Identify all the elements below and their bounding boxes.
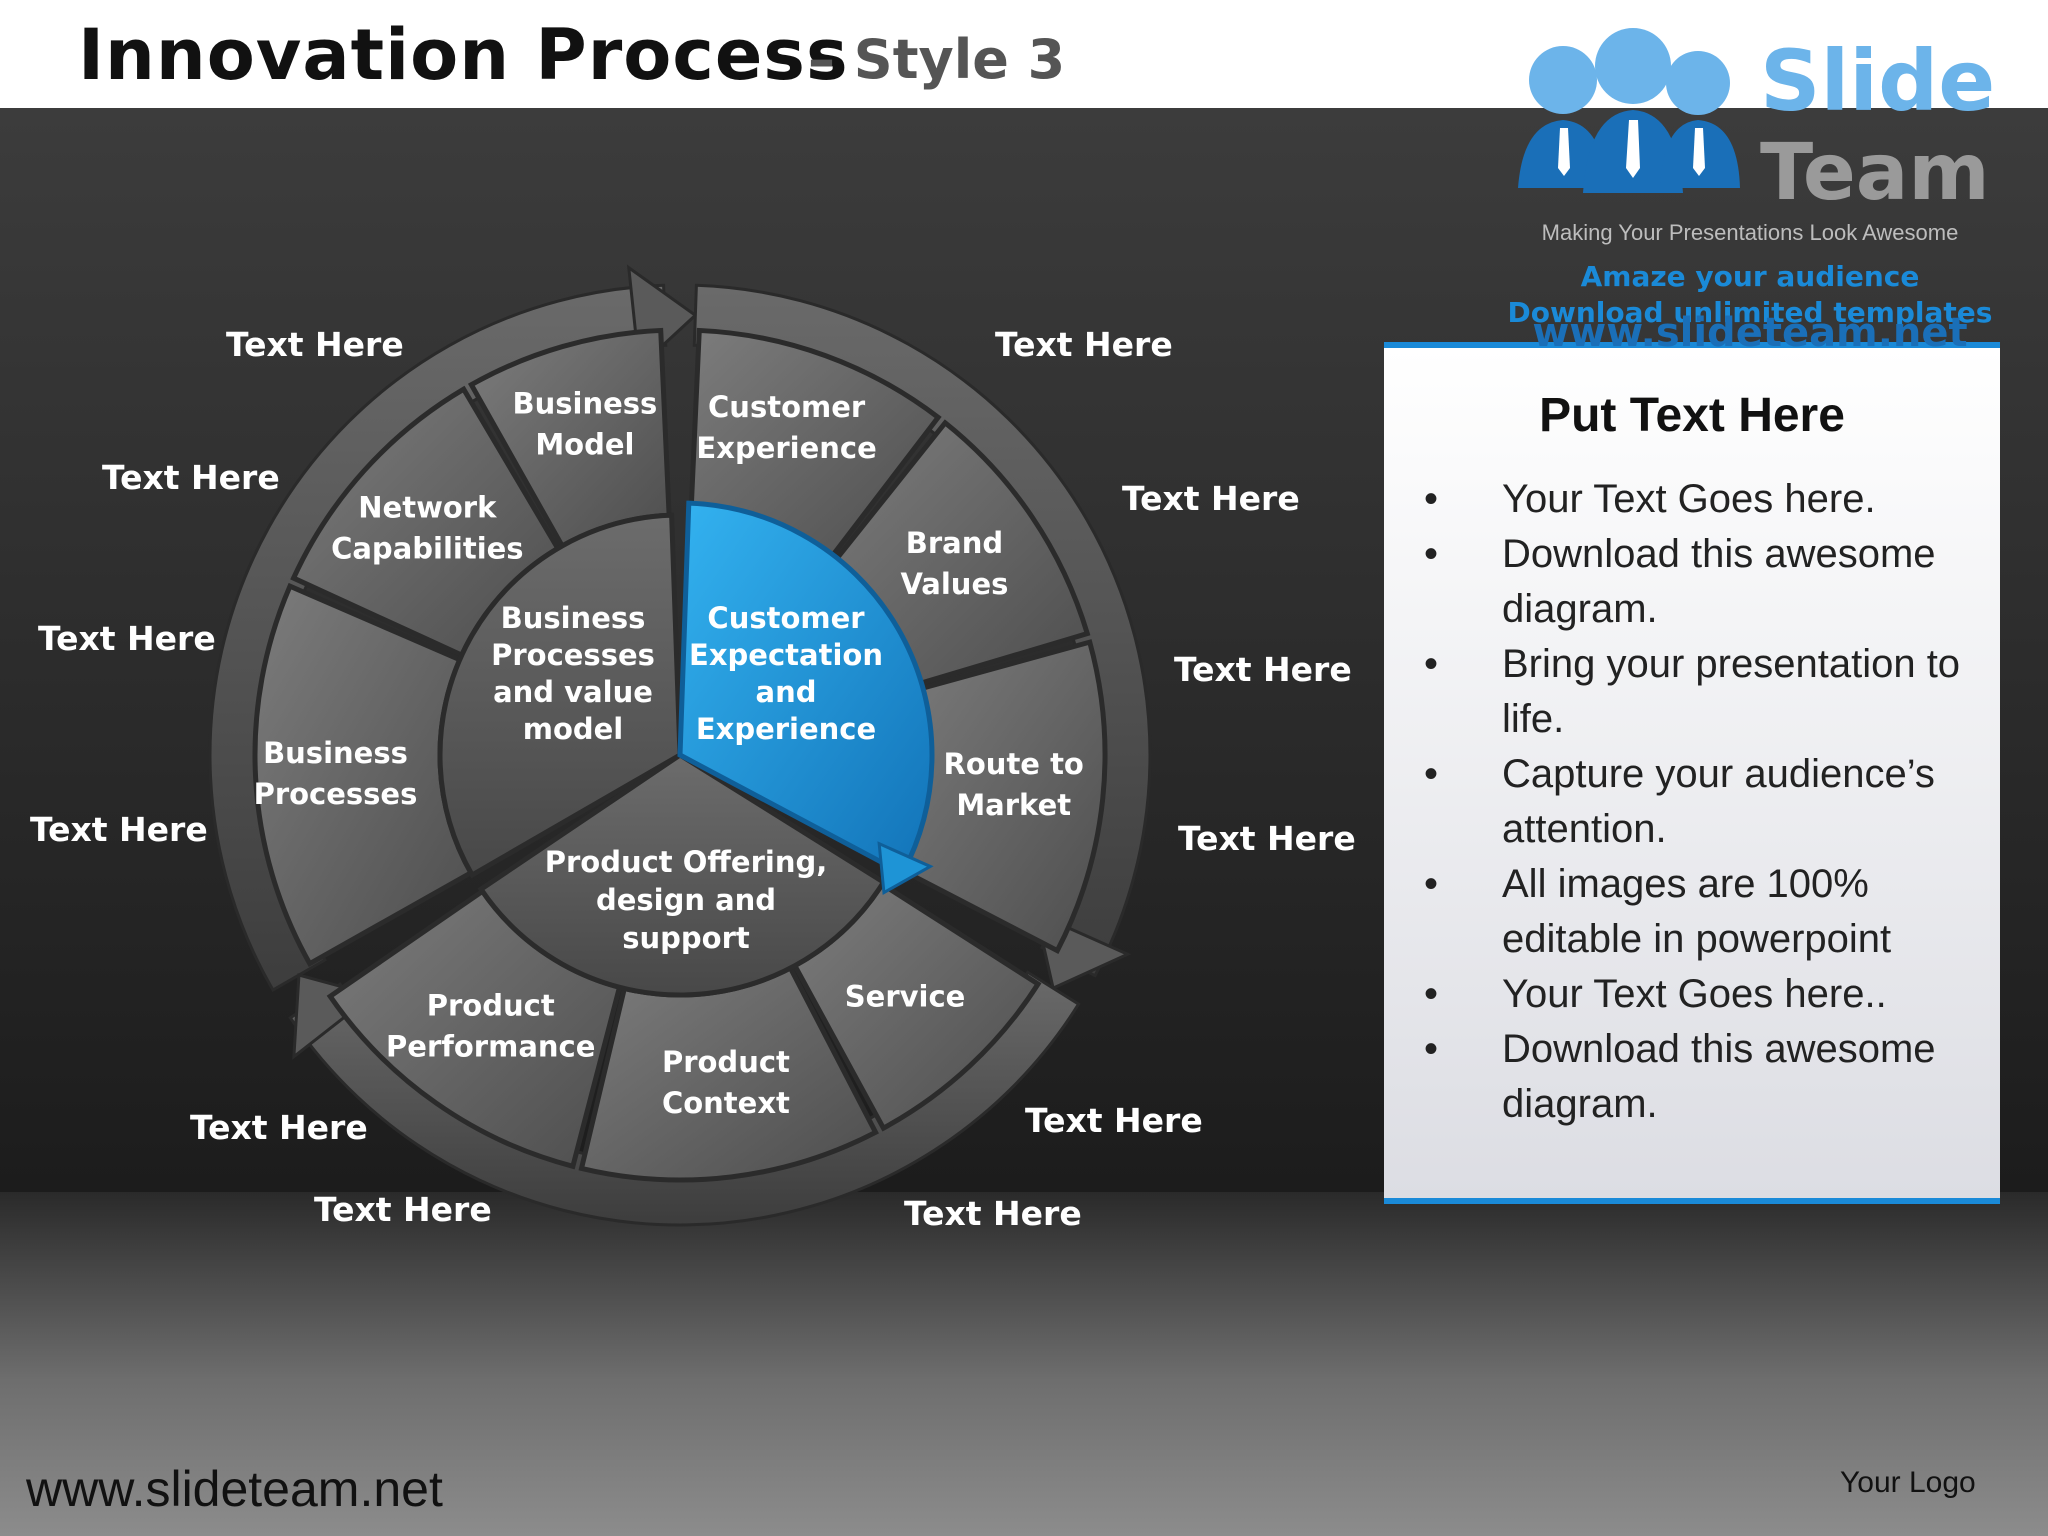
outer-text-label: Text Here xyxy=(995,325,1173,364)
label-product-context-line: Context xyxy=(662,1086,790,1120)
bullet-icon: • xyxy=(1424,477,1439,521)
label-inner-customer-expectation-line: Expectation xyxy=(689,638,883,672)
label-inner-product-offering: Product Offering, design and support xyxy=(545,845,828,955)
panel-bullet-item: • Your Text Goes here.. xyxy=(1424,967,1984,1022)
bullet-icon: • xyxy=(1424,532,1439,576)
label-business-model-line: Model xyxy=(535,427,634,461)
label-business-processes-line: Processes xyxy=(254,777,418,811)
text-panel: Put Text Here • Your Text Goes here. • Down… xyxy=(1384,342,2000,1204)
outer-text-label: Text Here xyxy=(1025,1101,1203,1140)
logo-word-slide: Slide xyxy=(1760,32,1996,130)
footer-logo-placeholder: Your Logo xyxy=(1840,1466,1976,1499)
label-product-performance-line: Performance xyxy=(386,1029,595,1063)
inner-sector-business-processes xyxy=(437,512,683,879)
label-service: Service xyxy=(845,979,966,1013)
label-customer-experience-line: Experience xyxy=(696,431,876,465)
outer-text-label: Text Here xyxy=(30,810,208,849)
bullet-icon: • xyxy=(1424,1027,1439,1071)
gradient-floor-band xyxy=(0,1192,2048,1536)
bullet-text: Bring your presentation to life. xyxy=(1502,642,1961,741)
outer-text-label: Text Here xyxy=(102,458,280,497)
outer-text-label: Text Here xyxy=(1122,479,1300,518)
panel-bullet-item: • Your Text Goes here. xyxy=(1424,472,1984,527)
people-logo-icon xyxy=(1518,28,1740,193)
label-route-to-market-line: Route to xyxy=(944,747,1084,781)
label-service-line: Service xyxy=(845,979,966,1013)
inner-sector-customer-expectation xyxy=(677,500,935,877)
label-business-model-line: Business xyxy=(513,386,658,420)
outer-text-label: Text Here xyxy=(38,619,216,658)
logo-promo-line1: Amaze your audience xyxy=(1580,260,1920,293)
label-product-performance-line: Product xyxy=(427,988,555,1022)
bullet-icon: • xyxy=(1424,642,1439,686)
label-product-context-line: Product xyxy=(662,1045,790,1079)
footer-url: www.slideteam.net xyxy=(26,1461,443,1517)
label-business-processes-line: Business xyxy=(263,736,408,770)
logo-tagline: Making Your Presentations Look Awesome xyxy=(1541,220,1959,245)
outer-text-label: Text Here xyxy=(1174,650,1352,689)
logo-promo-line2: Download unlimited templates xyxy=(1507,296,1993,329)
outer-text-label: Text Here xyxy=(1178,819,1356,858)
bullet-text: Your Text Goes here. xyxy=(1502,477,1876,521)
panel-bullet-item: • Capture your audience’s attention. xyxy=(1424,747,1984,857)
bullet-text: All images are 100% editable in powerpoi… xyxy=(1502,862,1892,961)
inner-sector-product-offering xyxy=(477,752,887,998)
bullet-icon: • xyxy=(1424,972,1439,1016)
slideteam-logo: Slide Team Making Your Presentations Loo… xyxy=(1470,20,2030,350)
label-inner-customer-expectation-line: Experience xyxy=(696,712,876,746)
outer-text-label: Text Here xyxy=(226,325,404,364)
panel-title: Put Text Here xyxy=(1539,389,1845,442)
bullet-text: Download this awesome diagram. xyxy=(1502,1027,1936,1126)
label-network-capabilities-line: Capabilities xyxy=(331,531,524,565)
label-inner-customer-expectation-line: and xyxy=(756,675,817,709)
panel-bullet-item: • All images are 100% editable in powerpo… xyxy=(1424,857,1984,967)
bullet-text: Download this awesome diagram. xyxy=(1502,532,1936,631)
label-inner-product-offering-line: design and xyxy=(596,883,776,917)
label-brand-values-line: Brand xyxy=(906,526,1003,560)
slide-subtitle: – Style 3 xyxy=(808,28,1066,91)
label-inner-business-processes-line: Business xyxy=(501,601,646,635)
bullet-text: Your Text Goes here.. xyxy=(1502,972,1887,1016)
bullet-icon: • xyxy=(1424,752,1439,796)
blue-arrowhead-icon xyxy=(877,841,934,895)
bullet-text: Capture your audience’s attention. xyxy=(1502,752,1935,851)
slide-title: Innovation Process xyxy=(78,14,849,96)
outer-text-label: Text Here xyxy=(190,1108,368,1147)
panel-bullet-list: • Your Text Goes here. • Download this awes… xyxy=(1424,472,1984,1132)
label-route-to-market: Route to Market xyxy=(944,747,1084,822)
diagram-shapes xyxy=(208,264,1152,1227)
label-customer-experience-line: Customer xyxy=(708,390,866,424)
logo-word-team: Team xyxy=(1760,128,1990,218)
panel-bullet-item: • Bring your presentation to life. xyxy=(1424,637,1984,747)
bullet-icon: • xyxy=(1424,862,1439,906)
label-inner-customer-expectation-line: Customer xyxy=(707,601,865,635)
label-route-to-market-line: Market xyxy=(956,788,1071,822)
label-inner-business-processes-line: and value xyxy=(493,675,653,709)
label-brand-values-line: Values xyxy=(900,567,1008,601)
label-network-capabilities-line: Network xyxy=(358,490,497,524)
panel-bullet-item: • Download this awesome diagram. xyxy=(1424,527,1984,637)
outer-text-label: Text Here xyxy=(314,1190,492,1229)
panel-bullet-item: • Download this awesome diagram. xyxy=(1424,1022,1984,1132)
label-inner-product-offering-line: support xyxy=(622,921,750,955)
label-inner-business-processes-line: Processes xyxy=(491,638,655,672)
label-inner-business-processes-line: model xyxy=(523,712,624,746)
label-inner-product-offering-line: Product Offering, xyxy=(545,845,828,879)
outer-text-label: Text Here xyxy=(904,1194,1082,1233)
